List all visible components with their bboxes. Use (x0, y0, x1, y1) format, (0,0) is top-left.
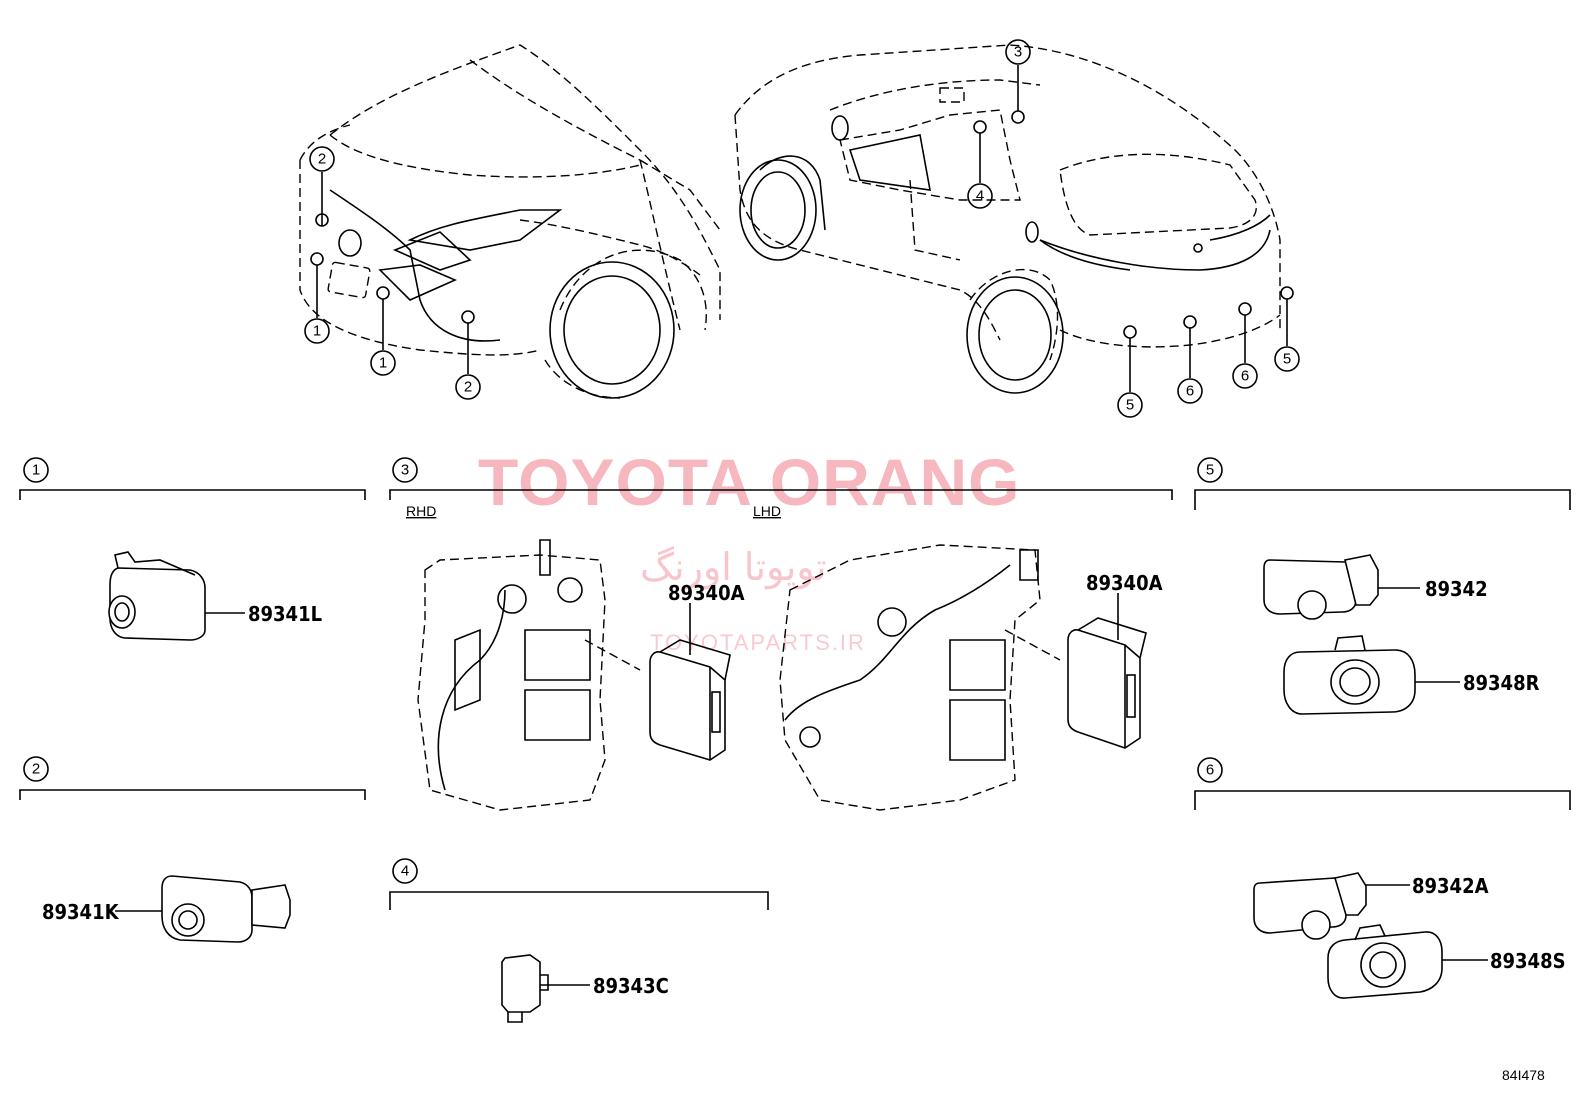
part-label-89341L: 89341L (248, 602, 322, 626)
part-89341L-drawing (108, 551, 245, 641)
part-89348R-drawing (1283, 635, 1460, 715)
svg-text:6: 6 (1206, 762, 1214, 779)
car-callout-4: 4 (967, 183, 993, 209)
car-callout-5a: 5 (1117, 392, 1143, 418)
svg-text:4: 4 (401, 863, 409, 880)
svg-text:6: 6 (1186, 383, 1194, 400)
svg-text:4: 4 (976, 188, 984, 205)
watermark-arabic: تویوتا اورنگ (640, 545, 827, 590)
section-6-header: 6 (1194, 757, 1571, 810)
car-callout-6a: 6 (1177, 378, 1203, 404)
part-89343C-drawing (501, 954, 590, 1023)
svg-text:2: 2 (318, 151, 326, 168)
car-callout-3: 3 (1005, 39, 1031, 65)
rhd-ecu-drawing (649, 603, 731, 761)
car-callout-5b: 5 (1274, 346, 1300, 372)
svg-text:3: 3 (1014, 44, 1022, 61)
part-label-89343C: 89343C (593, 974, 669, 998)
front-car-illustration (299, 44, 721, 399)
part-89342-drawing (1263, 554, 1420, 620)
lhd-ecu-drawing (1067, 593, 1147, 749)
svg-text:2: 2 (32, 761, 40, 778)
diagram-id: 84I478 (1502, 1067, 1545, 1083)
part-89348S-drawing (1327, 924, 1488, 999)
svg-text:1: 1 (379, 355, 387, 372)
part-label-89340A-lhd: 89340A (1086, 571, 1163, 595)
variant-lhd-label: LHD (753, 503, 781, 519)
svg-text:5: 5 (1206, 462, 1214, 479)
part-label-89342A: 89342A (1412, 874, 1489, 898)
svg-text:1: 1 (32, 462, 40, 479)
section-3-header: 3 RHD LHD (389, 457, 1173, 519)
part-label-89341K: 89341K (42, 900, 120, 924)
lhd-bracket-drawing (779, 544, 1061, 811)
part-label-89342: 89342 (1425, 577, 1488, 601)
section-1-header: 1 (19, 457, 366, 500)
section-5-header: 5 (1194, 457, 1571, 510)
section-2-header: 2 (19, 756, 366, 800)
watermark-site: TOYOTAPARTS.IR (650, 630, 866, 655)
svg-text:5: 5 (1283, 351, 1291, 368)
part-label-89340A-rhd: 89340A (668, 581, 745, 605)
svg-text:5: 5 (1126, 397, 1134, 414)
car-callout-1a: 1 (304, 318, 330, 344)
sensor-location-markers (310, 65, 1294, 392)
car-callout-6b: 6 (1232, 363, 1258, 389)
rhd-bracket-drawing (417, 539, 641, 811)
svg-text:3: 3 (401, 462, 409, 479)
rear-car-illustration (734, 44, 1281, 394)
variant-rhd-label: RHD (406, 503, 436, 519)
svg-text:2: 2 (464, 379, 472, 396)
section-4-header: 4 (389, 858, 769, 910)
part-89342A-drawing (1253, 872, 1410, 940)
part-89341K-drawing (115, 875, 291, 943)
part-label-89348S: 89348S (1490, 949, 1566, 973)
watermark-brand: TOYOTA ORANG (478, 445, 1020, 519)
car-callout-1b: 1 (370, 350, 396, 376)
svg-text:6: 6 (1241, 368, 1249, 385)
car-callout-2a: 2 (309, 146, 335, 172)
part-label-89348R: 89348R (1463, 671, 1540, 695)
svg-text:1: 1 (313, 323, 321, 340)
car-callout-2b: 2 (455, 374, 481, 400)
